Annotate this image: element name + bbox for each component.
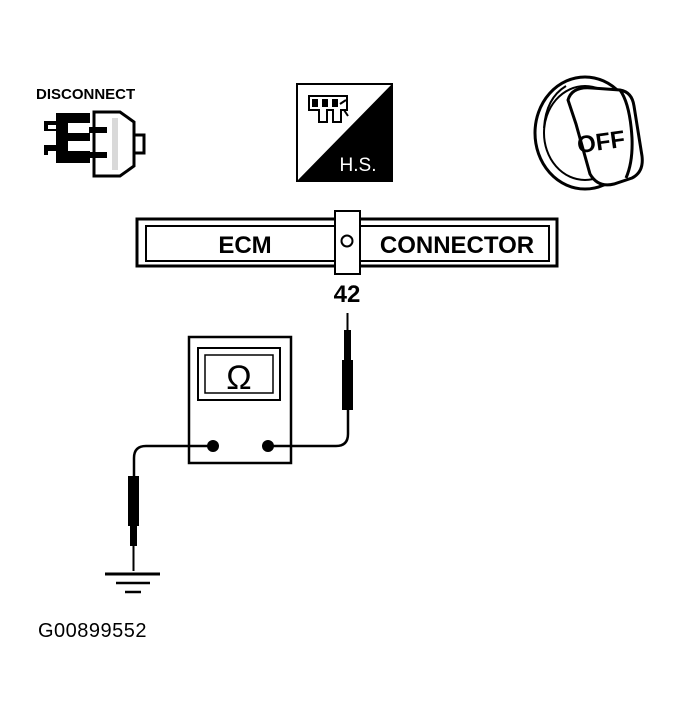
harness-side-label: H.S. bbox=[340, 155, 377, 176]
pin-number: 42 bbox=[334, 281, 361, 308]
probe-lead-negative bbox=[128, 444, 213, 571]
ohm-symbol: Ω bbox=[226, 359, 251, 397]
connector-label: CONNECTOR bbox=[380, 232, 534, 259]
connector-disconnect-icon bbox=[44, 110, 146, 178]
harness-side-condition: H.S. bbox=[296, 83, 393, 182]
probe-lead-positive bbox=[268, 313, 353, 448]
figure-id: G00899552 bbox=[38, 620, 148, 642]
ignition-key-off-icon bbox=[533, 75, 644, 191]
harness-side-icon bbox=[296, 83, 393, 182]
ignition-condition: OFF bbox=[533, 75, 644, 191]
disconnect-label: DISCONNECT bbox=[36, 86, 135, 103]
ground-icon bbox=[105, 572, 160, 594]
ecm-label: ECM bbox=[218, 232, 271, 259]
ecm-connector: ECM CONNECTOR 42 bbox=[135, 210, 559, 308]
ignition-off-label: OFF bbox=[575, 126, 626, 159]
disconnect-condition: DISCONNECT bbox=[36, 86, 146, 178]
connector-pin-marker bbox=[340, 234, 354, 248]
ohmmeter-icon: Ω bbox=[187, 335, 293, 465]
